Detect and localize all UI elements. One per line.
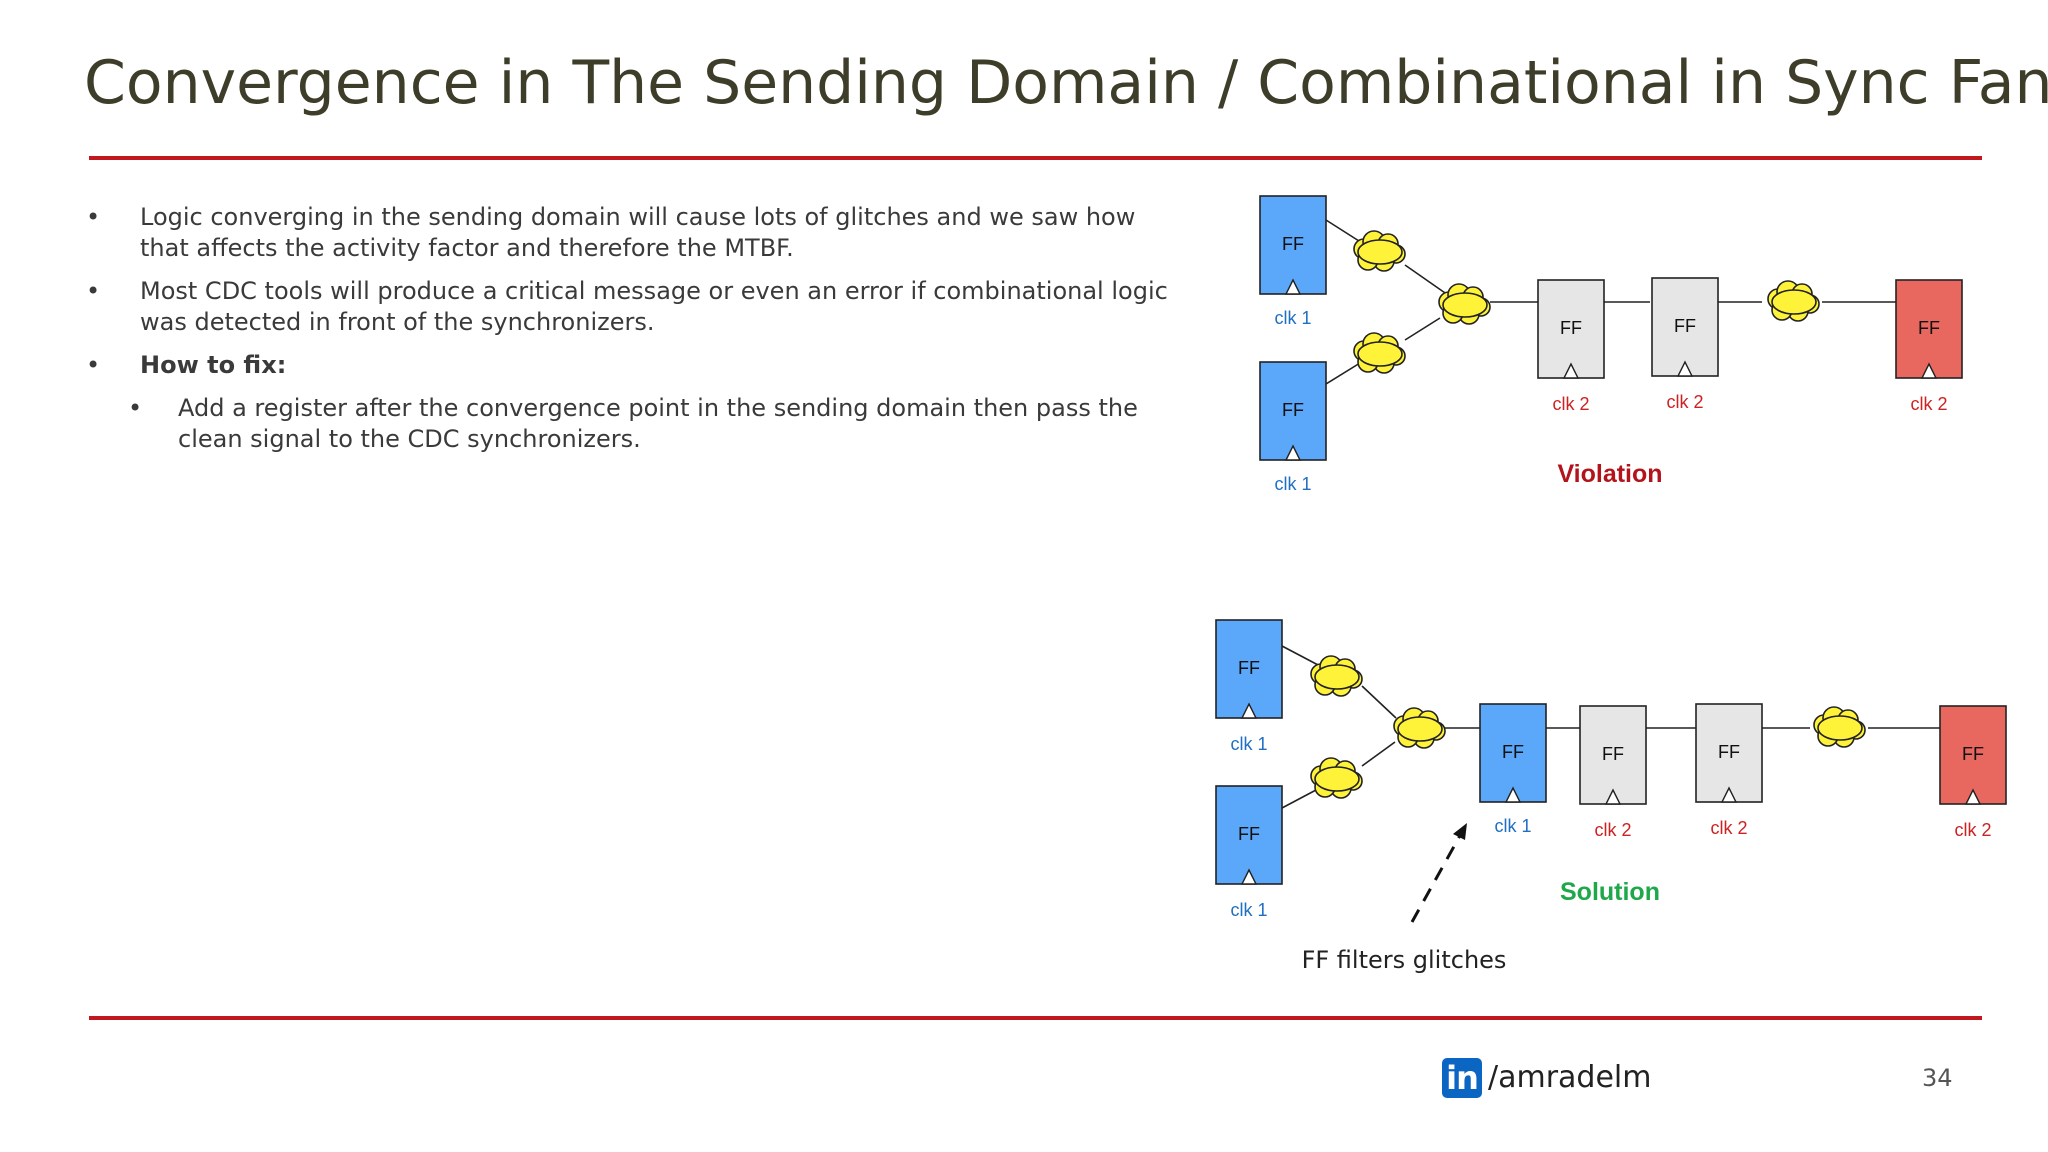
ff-label: FF — [1674, 316, 1696, 336]
flip-flop: FF clk 2 — [1695, 703, 1763, 838]
flip-flop: FF clk 2 — [1579, 705, 1647, 840]
flip-flop: FF clk 1 — [1259, 195, 1327, 328]
flip-flop: FF clk 1 — [1215, 619, 1283, 754]
cloud — [1813, 706, 1866, 748]
bullet-dot: • — [86, 203, 101, 231]
cloud — [1393, 707, 1446, 749]
solution-diagram: FF clk 1 FF clk 1 FF clk 1 FF clk 2 FF c… — [1215, 619, 2007, 974]
flip-flop: FF clk 1 — [1215, 785, 1283, 920]
ff-label: FF — [1282, 400, 1304, 420]
wires — [1281, 645, 1940, 809]
title-divider — [89, 156, 1982, 160]
clk-label: clk 1 — [1494, 816, 1531, 836]
ff-label: FF — [1238, 658, 1260, 678]
ff-label: FF — [1602, 744, 1624, 764]
bullet-dot: • — [86, 277, 101, 305]
cloud — [1767, 280, 1820, 322]
flip-flop: FF clk 1 — [1259, 361, 1327, 494]
cloud — [1353, 332, 1406, 374]
clk-label: clk 2 — [1910, 394, 1947, 414]
author-handle: /amradelm — [1488, 1060, 1652, 1095]
bullet-text: Add a register after the convergence poi… — [178, 394, 1138, 453]
bullet-item: • Logic converging in the sending domain… — [84, 202, 1174, 264]
page-number: 34 — [1922, 1064, 1953, 1092]
bullet-dot: • — [86, 351, 101, 379]
bullet-list: • Logic converging in the sending domain… — [84, 202, 1174, 467]
bullet-text: Logic converging in the sending domain w… — [140, 203, 1136, 262]
flip-flop: FF clk 2 — [1651, 277, 1719, 412]
flip-flop: FF clk 1 — [1479, 703, 1547, 836]
ff-label: FF — [1282, 234, 1304, 254]
flip-flop: FF clk 2 — [1939, 705, 2007, 840]
clk-label: clk 2 — [1552, 394, 1589, 414]
clk-label: clk 1 — [1274, 308, 1311, 328]
cloud — [1310, 655, 1363, 697]
clk-label: clk 1 — [1274, 474, 1311, 494]
cloud — [1310, 757, 1363, 799]
annotation-text: FF filters glitches — [1302, 946, 1507, 974]
slide-title: Convergence in The Sending Domain / Comb… — [84, 48, 2048, 118]
cloud — [1353, 230, 1406, 272]
bullet-item: • Most CDC tools will produce a critical… — [84, 276, 1174, 338]
sub-bullet-item: • Add a register after the convergence p… — [84, 393, 1174, 455]
ff-label: FF — [1560, 318, 1582, 338]
clk-label: clk 2 — [1594, 820, 1631, 840]
violation-diagram: FF clk 1 FF clk 1 FF clk 2 FF clk 2 FF c… — [1259, 195, 1963, 494]
bullet-text: How to fix: — [140, 351, 287, 379]
bullet-text: Most CDC tools will produce a critical m… — [140, 277, 1168, 336]
ff-label: FF — [1718, 742, 1740, 762]
bullet-dot: • — [128, 394, 143, 422]
footer-divider — [89, 1016, 1982, 1020]
clk-label: clk 2 — [1954, 820, 1991, 840]
ff-label: FF — [1238, 824, 1260, 844]
bullet-item: • How to fix: — [84, 350, 1174, 381]
linkedin-icon: in — [1442, 1058, 1482, 1098]
wires — [1325, 219, 1896, 385]
clk-label: clk 2 — [1710, 818, 1747, 838]
solution-label: Solution — [1560, 878, 1660, 906]
cloud — [1438, 283, 1491, 325]
ff-label: FF — [1918, 318, 1940, 338]
annotation-arrow — [1410, 823, 1467, 923]
ff-label: FF — [1962, 744, 1984, 764]
clk-label: clk 1 — [1230, 734, 1267, 754]
ff-label: FF — [1502, 742, 1524, 762]
clk-label: clk 1 — [1230, 900, 1267, 920]
flip-flop: FF clk 2 — [1537, 279, 1605, 414]
clk-label: clk 2 — [1666, 392, 1703, 412]
flip-flop: FF clk 2 — [1895, 279, 1963, 414]
violation-label: Violation — [1557, 460, 1662, 488]
